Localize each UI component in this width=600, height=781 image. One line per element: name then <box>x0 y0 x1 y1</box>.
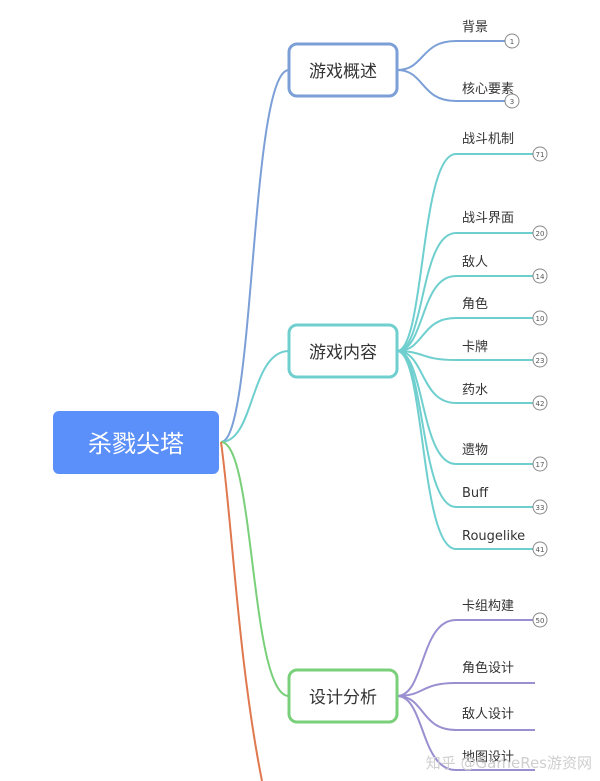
count-badge-circle <box>532 352 548 368</box>
count-badge-text: 10 <box>536 315 545 323</box>
count-badge-circle <box>532 395 548 411</box>
count-badge-circle <box>532 612 548 628</box>
count-badge-circle <box>532 225 548 241</box>
count-badge-circle <box>532 456 548 472</box>
count-badge-text: 17 <box>536 461 545 469</box>
branch-node-design-box <box>287 668 399 724</box>
count-badge-text: 41 <box>536 546 545 554</box>
branch-node-overview-label: 游戏概述 <box>309 62 377 82</box>
leaf-label[interactable]: 敌人设计 <box>462 707 514 722</box>
leaf-label[interactable]: 卡组构建 <box>462 599 514 614</box>
edge-leaf <box>396 619 533 697</box>
leaf-label[interactable]: Buff <box>462 486 489 501</box>
leaf-label[interactable]: 战斗机制 <box>462 132 514 147</box>
count-badge-text: 20 <box>536 230 545 238</box>
edge-leaf <box>396 695 535 731</box>
edge-leaf <box>396 153 533 352</box>
leaf-label[interactable]: 核心要素 <box>462 82 514 97</box>
leaf-count-badge[interactable]: 71 <box>532 146 548 162</box>
leaf-label[interactable]: Rougelike <box>462 529 525 544</box>
count-badge-text: 23 <box>536 357 545 365</box>
branch-node-design-label: 设计分析 <box>309 688 377 708</box>
leaf-label[interactable]: 角色设计 <box>462 660 514 676</box>
edge-leaf <box>396 350 533 508</box>
leaf-count-badge[interactable]: 41 <box>532 541 548 557</box>
leaf-label[interactable]: 遗物 <box>462 443 488 458</box>
watermark: 知乎 @GameRes游资网 <box>425 754 592 772</box>
branch-node-content-label: 游戏内容 <box>309 343 377 363</box>
leaf-label[interactable]: 背景 <box>462 20 488 35</box>
leaf-count-badge[interactable]: 10 <box>532 310 548 326</box>
count-badge-circle <box>532 310 548 326</box>
edge-leaf <box>396 275 533 352</box>
edge-leaf <box>396 695 535 771</box>
edge-root-design <box>220 441 290 697</box>
branch-node-overview-box <box>287 42 399 98</box>
count-badge-text: 3 <box>510 98 514 106</box>
edge-leaf <box>396 40 505 71</box>
branch-node-content-box <box>287 323 399 379</box>
count-badge-circle <box>504 33 520 49</box>
leaf-label[interactable]: 战斗界面 <box>462 211 514 226</box>
edge-root-extra <box>220 441 263 781</box>
branch-node-overview[interactable]: 游戏概述 <box>287 42 399 98</box>
root-node[interactable]: 杀戮尖塔 <box>53 411 219 474</box>
edge-leaf <box>396 350 533 465</box>
leaf-label[interactable]: 卡牌 <box>462 339 488 355</box>
leaf-label[interactable]: 敌人 <box>462 255 488 270</box>
leaf-label[interactable]: 地图设计 <box>462 750 514 765</box>
edge-leaf <box>396 317 533 352</box>
root-node-box <box>53 411 219 474</box>
edge-leaf <box>396 232 533 352</box>
edge-leaf <box>396 69 505 102</box>
leaf-count-badge[interactable]: 42 <box>532 395 548 411</box>
count-badge-text: 1 <box>510 38 514 46</box>
count-badge-text: 33 <box>536 504 545 512</box>
leaf-count-badge[interactable]: 33 <box>532 499 548 515</box>
count-badge-text: 50 <box>536 617 545 625</box>
edge-leaf <box>396 350 533 361</box>
leaf-count-badge[interactable]: 3 <box>504 93 520 109</box>
edge-root-overview <box>220 69 290 443</box>
edges-layer <box>220 40 535 781</box>
count-badge-text: 71 <box>536 151 545 159</box>
count-badge-circle <box>504 93 520 109</box>
leaf-count-badge[interactable]: 17 <box>532 456 548 472</box>
count-badge-circle <box>532 146 548 162</box>
count-badge-text: 14 <box>536 273 545 281</box>
edge-leaf <box>396 350 533 404</box>
leaf-count-badge[interactable]: 20 <box>532 225 548 241</box>
count-badge-circle <box>532 541 548 557</box>
leaf-count-badge[interactable]: 1 <box>504 33 520 49</box>
count-badge-text: 42 <box>536 400 545 408</box>
leaf-count-badge[interactable]: 23 <box>532 352 548 368</box>
count-badge-circle <box>532 268 548 284</box>
leaf-label[interactable]: 药水 <box>462 383 488 398</box>
root-node-label: 杀戮尖塔 <box>88 430 184 458</box>
branch-node-design[interactable]: 设计分析 <box>287 668 399 724</box>
edge-leaf <box>396 350 533 550</box>
edge-root-content <box>220 350 290 443</box>
leaf-count-badge[interactable]: 50 <box>532 612 548 628</box>
branch-node-content[interactable]: 游戏内容 <box>287 323 399 379</box>
edge-leaf <box>396 682 535 697</box>
count-badge-circle <box>532 499 548 515</box>
leaf-label[interactable]: 角色 <box>462 296 488 312</box>
leaf-count-badge[interactable]: 14 <box>532 268 548 284</box>
